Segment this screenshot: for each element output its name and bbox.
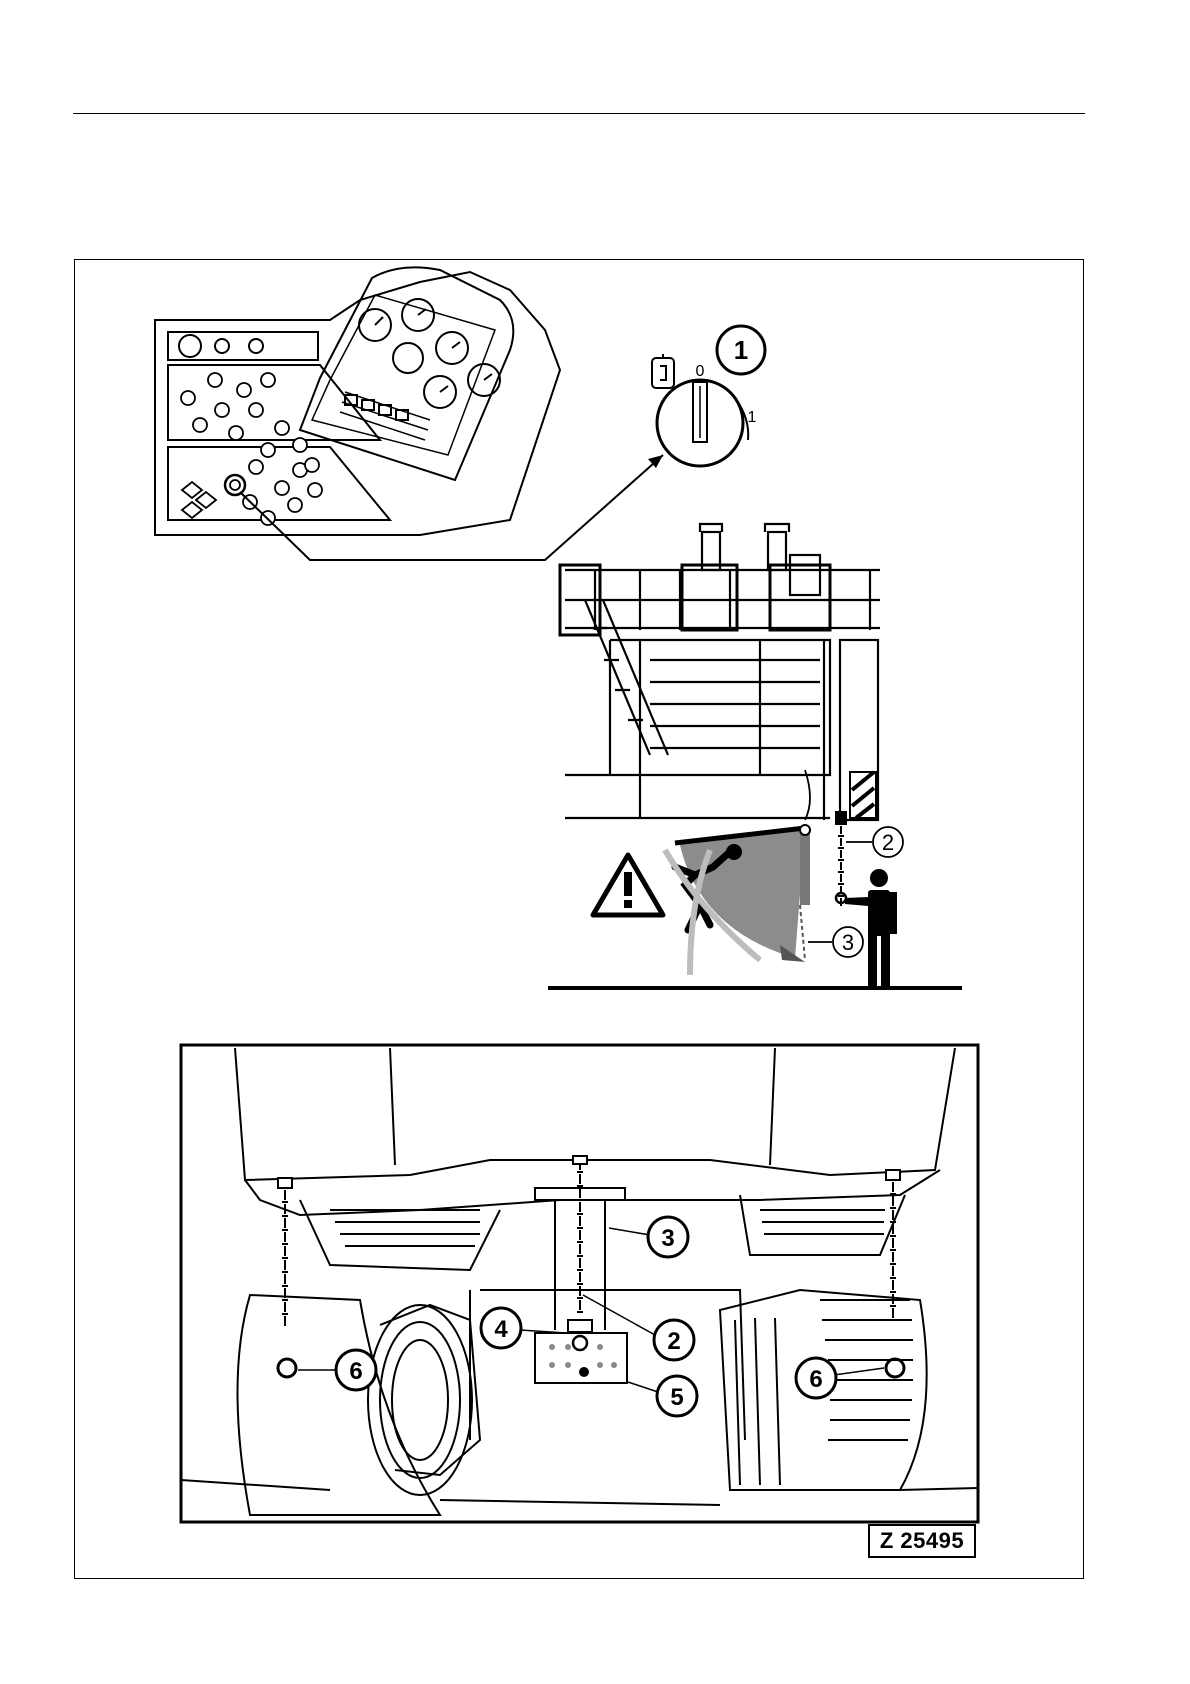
callout-middle-2: 2 — [882, 830, 894, 855]
switch-position-on: 1 — [748, 409, 757, 426]
callout-bottom-6-left: 6 — [349, 1358, 362, 1385]
callout-bottom-2: 2 — [667, 1328, 680, 1355]
switch-position-off: 0 — [696, 363, 705, 380]
switch-callout-number: 1 — [734, 335, 748, 365]
bottom-photo — [181, 1045, 978, 1522]
callout-middle-3: 3 — [842, 930, 854, 955]
control-panel — [155, 267, 560, 535]
callout-bottom-5: 5 — [670, 1384, 683, 1411]
machine-side-view — [560, 524, 880, 820]
counterweight-hatch — [850, 772, 876, 818]
warning-icon — [593, 855, 663, 915]
callout-bottom-6-right: 6 — [809, 1366, 822, 1393]
figure-reference: Z 25495 — [868, 1524, 976, 1558]
hanging-chain — [836, 812, 846, 906]
callout-bottom-3: 3 — [661, 1225, 674, 1252]
callout-bottom-4: 4 — [494, 1316, 508, 1343]
